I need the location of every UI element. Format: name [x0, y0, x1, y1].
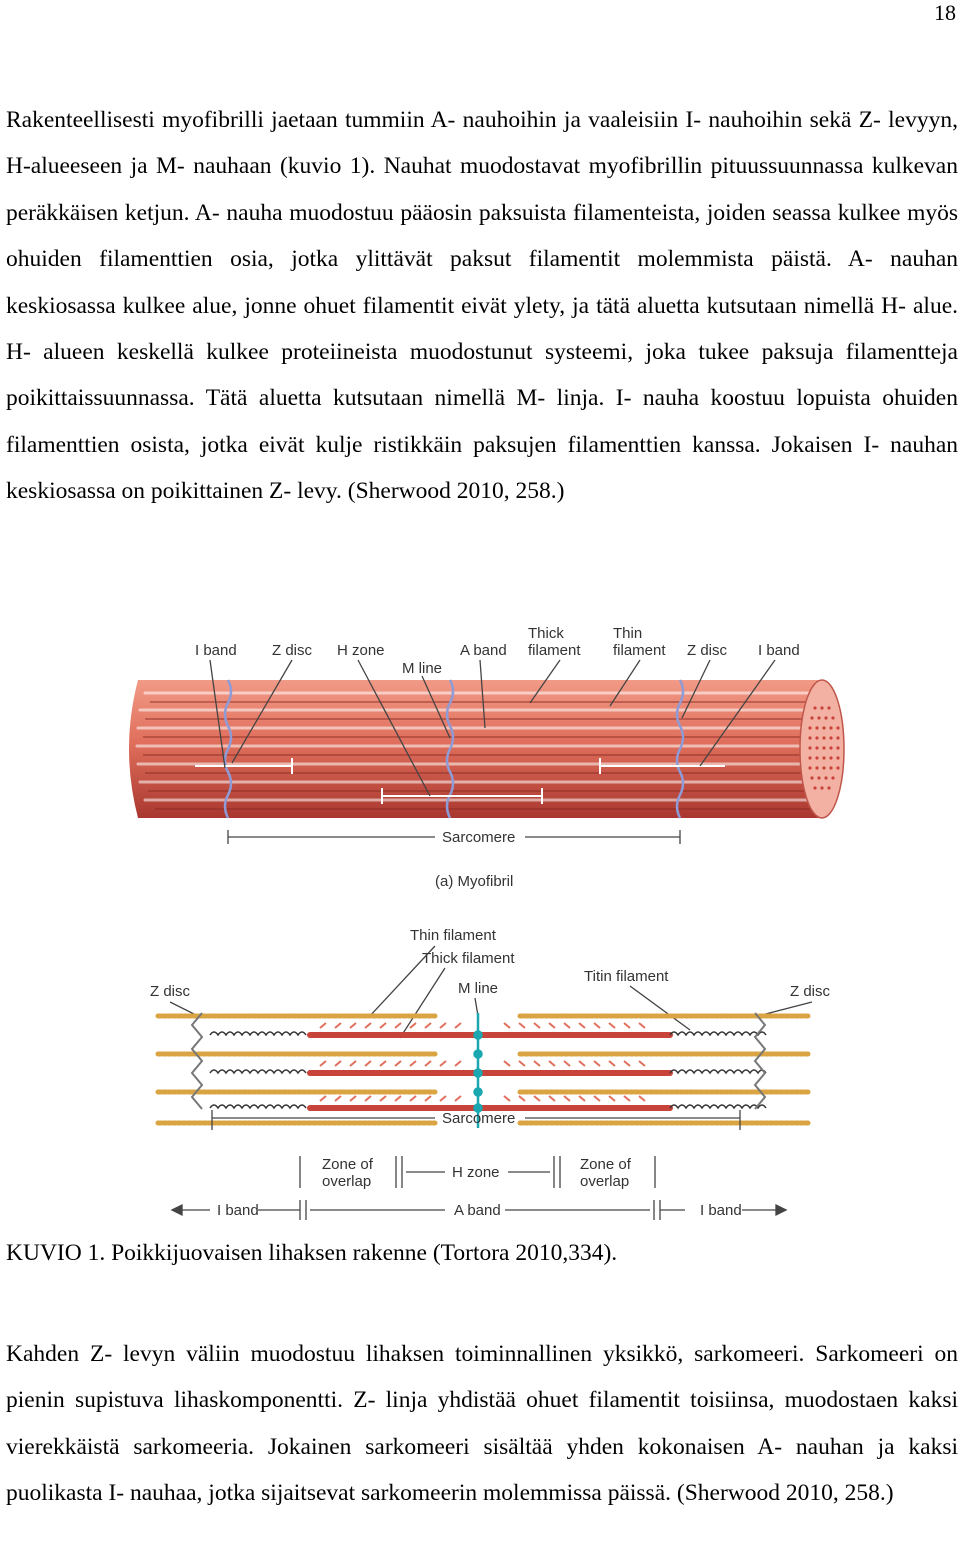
label-h-zone-bottom: H zone	[452, 1164, 500, 1181]
label-thick-2: filament	[528, 642, 581, 659]
label-zone-overlap-right-2: overlap	[580, 1173, 629, 1190]
label-i-band-bottom-left: I band	[217, 1202, 259, 1219]
label-z-disc-right: Z disc	[687, 642, 728, 659]
page-number: 18	[934, 0, 956, 25]
label-zone-overlap-right-1: Zone of	[580, 1156, 632, 1173]
paragraph-1: Rakenteellisesti myofibrilli jaetaan tum…	[6, 107, 958, 505]
figure-caption: KUVIO 1. Poikkijuovaisen lihaksen rakenn…	[6, 1240, 618, 1266]
label-i-band-left: I band	[195, 642, 237, 659]
label-m-line: M line	[402, 660, 442, 677]
label-i-band-right: I band	[758, 642, 800, 659]
figure-subtitle: (a) Myofibril	[435, 873, 513, 890]
label-a-band: A band	[460, 642, 507, 659]
myofibril-diagram: I band Z disc H zone M line A band Thick…	[129, 625, 845, 1220]
myofibril-figure: I band Z disc H zone M line A band Thick…	[110, 618, 860, 1228]
label-zone-overlap-left-2: overlap	[322, 1173, 371, 1190]
label-z-disc-bottom-left: Z disc	[150, 983, 191, 1000]
label-thin-2: filament	[613, 642, 666, 659]
label-z-disc-bottom-right: Z disc	[790, 983, 831, 1000]
paragraph-2: Kahden Z- levyn väliin muodostuu lihakse…	[6, 1341, 958, 1507]
label-h-zone: H zone	[337, 642, 385, 659]
label-thin-filament: Thin filament	[410, 927, 497, 944]
sarcomere-detail	[155, 1012, 813, 1128]
label-sarcomere-top: Sarcomere	[442, 829, 515, 846]
label-i-band-bottom-right: I band	[700, 1202, 742, 1219]
label-m-line-bottom: M line	[458, 980, 498, 997]
label-z-disc-left: Z disc	[272, 642, 313, 659]
label-thick-filament: Thick filament	[422, 950, 515, 967]
label-zone-overlap-left-1: Zone of	[322, 1156, 374, 1173]
label-sarcomere-bottom: Sarcomere	[442, 1110, 515, 1127]
label-titin-filament: Titin filament	[584, 968, 669, 985]
label-thick-1: Thick	[528, 625, 564, 642]
myofibril-cylinder	[129, 679, 845, 819]
label-a-band-bottom: A band	[454, 1202, 501, 1219]
label-thin-1: Thin	[613, 625, 642, 642]
